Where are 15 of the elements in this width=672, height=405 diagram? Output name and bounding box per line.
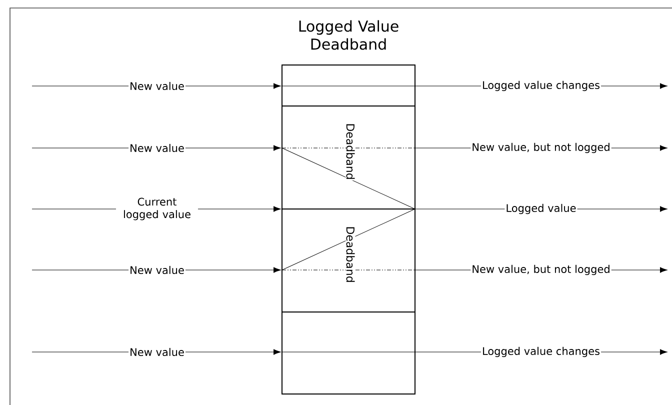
node-label: Logged Value Deadband: [299, 20, 398, 50]
edge-label: New value: [128, 346, 186, 358]
edge-label: Logged value changes: [481, 346, 602, 358]
edge-label: New value, but not logged: [470, 264, 612, 276]
edge-label: New value: [128, 142, 186, 154]
edge-label: Logged value: [504, 202, 578, 216]
edge-label: Current logged value: [116, 196, 198, 222]
edge-label: New value: [128, 264, 186, 276]
cell-box: [282, 312, 416, 394]
deadband-cell: Deadband: [282, 106, 416, 210]
edge-label: New value, but not logged: [470, 142, 612, 154]
edge-label: New value: [128, 80, 186, 92]
cell-box: [282, 64, 416, 106]
deadband-cell: Deadband: [282, 208, 416, 312]
edge-label: Logged value changes: [481, 80, 602, 92]
